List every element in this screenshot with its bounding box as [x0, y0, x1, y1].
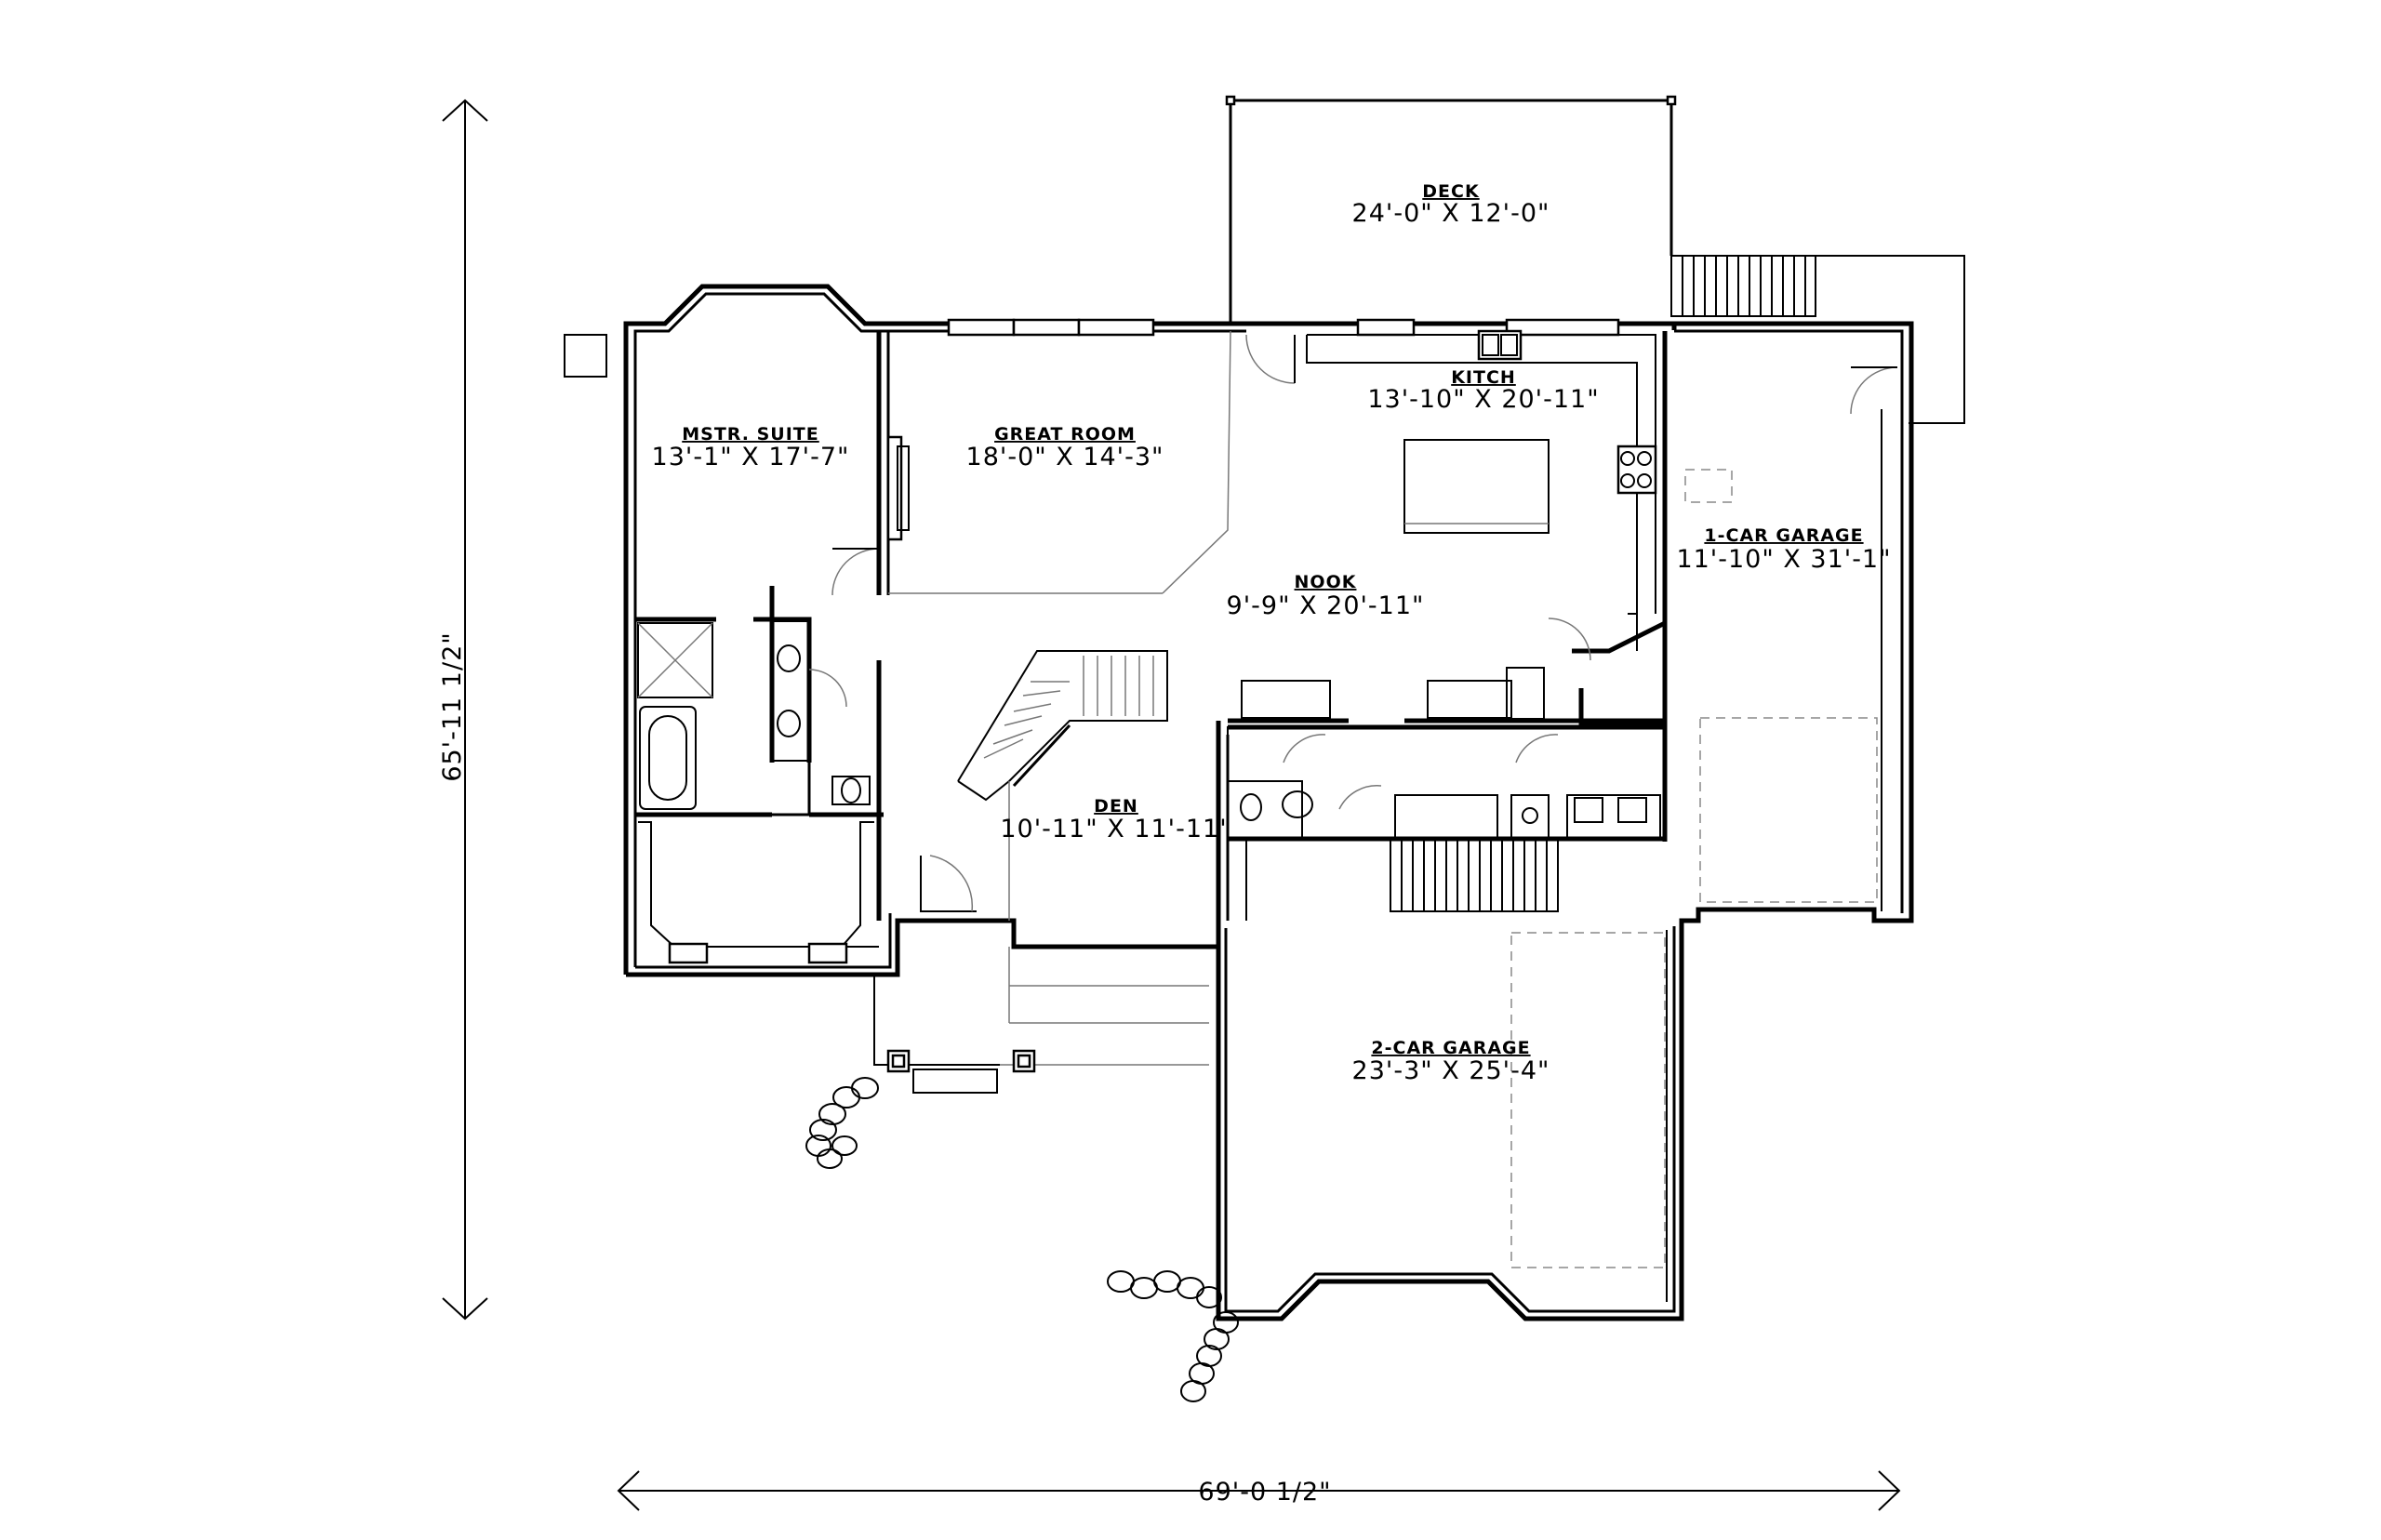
deck-dims: 24'-0" X 12'-0" — [1352, 199, 1550, 228]
kitchen-name: KITCH — [1451, 367, 1516, 388]
deck-door — [1245, 334, 1296, 384]
den-dims: 10'-11" X 11'-11" — [1000, 815, 1231, 843]
deck-stairs — [1670, 255, 1965, 424]
kitchen-wall — [1628, 613, 1638, 651]
master-toilet — [831, 776, 871, 805]
laundry-mud-area — [1227, 724, 1666, 842]
overall-width-label: 69'-0 1/2" — [1198, 1478, 1331, 1507]
pantry — [1548, 617, 1668, 728]
mstr-suite-dims: 13'-1" X 17'-7" — [652, 443, 850, 471]
main-stair — [957, 650, 1168, 802]
great-room-angled-line — [1162, 330, 1231, 594]
nook-dims: 9'-9" X 20'-11" — [1227, 591, 1425, 620]
nook-name: NOOK — [1295, 572, 1357, 592]
master-doors — [808, 548, 880, 708]
one-car-garage-details — [1684, 366, 1898, 911]
shower — [637, 622, 713, 698]
stepping-stones-garage — [1107, 1270, 1239, 1402]
overall-height-dimension — [442, 99, 488, 1321]
deck-outline — [1225, 95, 1677, 325]
kitchen-counters — [1306, 329, 1657, 614]
great-room-fireplace — [886, 435, 910, 541]
vanity — [771, 620, 810, 762]
mstr-suite-name: MSTR. SUITE — [682, 424, 819, 445]
two-car-garage-details — [1510, 930, 1668, 1302]
stepping-stones-entry — [805, 1077, 879, 1169]
overall-height-label: 65'-11 1/2" — [438, 631, 467, 781]
kitchen-dims: 13'-10" X 20'-11" — [1367, 385, 1599, 414]
den-name: DEN — [1094, 796, 1138, 816]
nook-bottom-wall — [1228, 667, 1665, 724]
one-car-garage-dims: 11'-10" X 31'-1" — [1676, 545, 1891, 574]
chimney-box — [564, 334, 607, 378]
two-car-garage-dims: 23'-3" X 25'-4" — [1352, 1056, 1550, 1085]
top-wall-windows — [947, 318, 1620, 337]
great-room-name: GREAT ROOM — [994, 424, 1136, 445]
overall-width-dimension — [617, 1470, 1901, 1511]
one-car-garage-name: 1-CAR GARAGE — [1704, 525, 1863, 546]
entry-area — [873, 855, 1209, 1094]
kitchen-island — [1403, 439, 1550, 534]
master-closet — [638, 821, 879, 964]
basement-stair — [1245, 838, 1559, 921]
deck-name: DECK — [1422, 181, 1480, 202]
great-room-dims: 18'-0" X 14'-3" — [966, 443, 1164, 471]
two-car-garage-name: 2-CAR GARAGE — [1371, 1038, 1530, 1058]
bathtub — [639, 706, 697, 810]
